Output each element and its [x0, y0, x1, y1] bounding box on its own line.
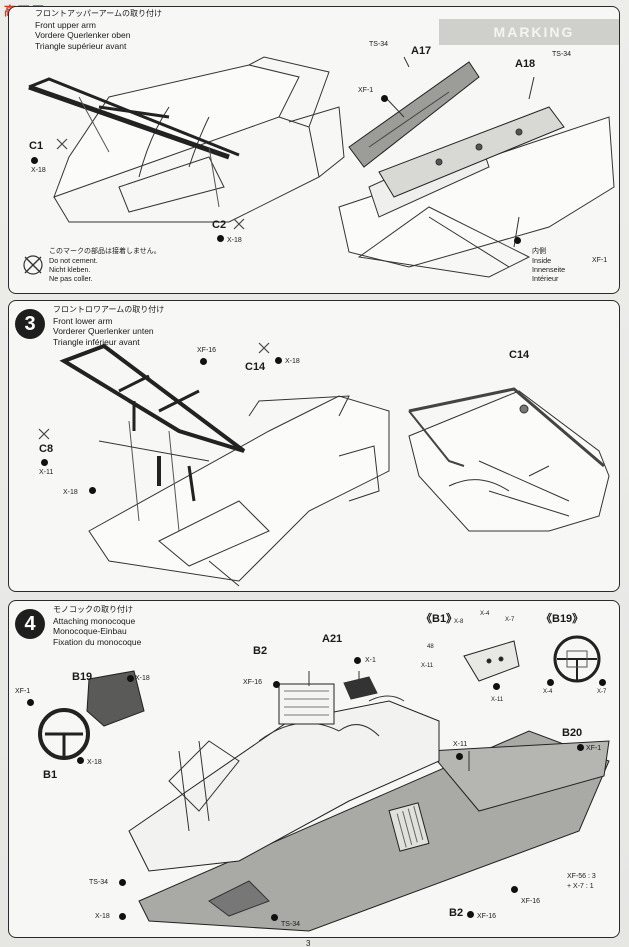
part-label-b2: B2 [253, 645, 268, 657]
paint-label: X-8 [454, 619, 464, 625]
page-number: 3 [306, 939, 311, 947]
marking-tab: MARKING [439, 19, 619, 45]
paint-dot [456, 753, 463, 760]
part-label-b20: B20 [562, 727, 583, 739]
paint-label: TS-34 [281, 921, 301, 928]
part-label-b1: B1 [43, 769, 58, 781]
part-label-b2-lower: B2 [449, 907, 464, 919]
no-cement-icon [258, 342, 270, 354]
paint-dot [275, 357, 282, 364]
paint-dot [119, 879, 126, 886]
part-label-b19: B19 [72, 671, 93, 683]
no-cement-icon [56, 138, 68, 150]
step-3-panel: 3 フロントロワアームの取り付け Front lower arm Vordere… [8, 300, 620, 592]
step-number: 4 [15, 609, 45, 639]
paint-dot [599, 679, 606, 686]
paint-dot [119, 913, 126, 920]
paint-dot [577, 744, 584, 751]
paint-dot [381, 95, 388, 102]
no-cement-icon [23, 255, 43, 275]
inside-note: 内側 Inside Innenseite Intérieur [532, 247, 566, 283]
paint-label: X-11 [491, 697, 504, 703]
paint-label: X-18 [87, 759, 102, 766]
part-label-c1: C1 [29, 140, 44, 152]
paint-label: XF-16 [477, 913, 497, 920]
part-label-a18: A18 [515, 58, 536, 70]
paint-label: XF-1 [586, 745, 602, 752]
paint-dot [77, 757, 84, 764]
paint-label: 48 [427, 644, 434, 650]
paint-label: X-18 [227, 237, 242, 244]
paint-label: X-18 [285, 358, 300, 365]
step-4-panel: 4 モノコックの取り付け Attaching monocoque Monocoq… [8, 600, 620, 938]
part-label-a17: A17 [411, 45, 432, 57]
paint-label: TS-34 [369, 41, 389, 48]
paint-mix-line-1: XF-56 : 3 [567, 873, 596, 880]
paint-label: TS-34 [89, 879, 109, 886]
paint-dot [547, 679, 554, 686]
step-3-drawing [38, 342, 610, 587]
step-2-panel: MARKING フロントアッパーアームの取り付け Front upper arm… [8, 6, 620, 294]
step-2-drawing [23, 56, 615, 278]
step-number: 3 [15, 309, 45, 339]
paint-label: XF-1 [592, 257, 608, 264]
paint-label: X-11 [421, 663, 434, 669]
paint-label: X-4 [543, 689, 553, 695]
no-cement-icon [233, 218, 245, 230]
paint-label: XF-16 [521, 898, 541, 905]
paint-label: XF-16 [243, 679, 263, 686]
paint-label: X-18 [135, 675, 150, 682]
paint-dot [467, 911, 474, 918]
paint-label: X-18 [95, 913, 110, 920]
step-4-drawing [38, 635, 610, 932]
paint-label: X-18 [31, 167, 46, 174]
paint-label: X-18 [63, 489, 78, 496]
part-label-c14: C14 [245, 361, 266, 373]
paint-dot [493, 683, 500, 690]
paint-dot [511, 886, 518, 893]
paint-label: X-7 [597, 689, 607, 695]
part-label-c8: C8 [39, 443, 54, 455]
paint-mix-line-2: + X-7 : 1 [567, 883, 594, 890]
step-4-title: モノコックの取り付け Attaching monocoque Monocoque… [53, 605, 142, 647]
paint-label: XF-1 [358, 87, 374, 94]
paint-dot [89, 487, 96, 494]
paint-dot [41, 459, 48, 466]
paint-label: X-1 [365, 657, 376, 664]
part-label-c14-inset: C14 [509, 349, 530, 361]
paint-dot [217, 235, 224, 242]
paint-label: X-4 [480, 611, 490, 617]
paint-dot [271, 914, 278, 921]
inset-label-b1: 《B1》 [421, 613, 458, 625]
paint-label: TS-34 [552, 51, 572, 58]
step-2-title: フロントアッパーアームの取り付け Front upper arm Vordere… [35, 9, 162, 51]
paint-dot [514, 237, 521, 244]
paint-dot [273, 681, 280, 688]
paint-dot [127, 675, 134, 682]
paint-dot [31, 157, 38, 164]
paint-dot [200, 358, 207, 365]
part-label-c2: C2 [212, 219, 227, 231]
part-label-a21: A21 [322, 633, 343, 645]
inset-label-b19: 《B19》 [541, 613, 584, 625]
do-not-cement-note: このマークの部品は接着しません。 Do not cement. Nicht kl… [49, 247, 161, 283]
paint-dot [27, 699, 34, 706]
paint-label: XF-1 [15, 688, 31, 695]
paint-label: X-11 [39, 469, 54, 476]
paint-label: X-11 [453, 741, 468, 748]
paint-label: XF-16 [197, 347, 217, 354]
paint-label: X-7 [505, 617, 515, 623]
step-3-title: フロントロワアームの取り付け Front lower arm Vorderer … [53, 305, 165, 347]
no-cement-icon [38, 428, 50, 440]
paint-dot [354, 657, 361, 664]
